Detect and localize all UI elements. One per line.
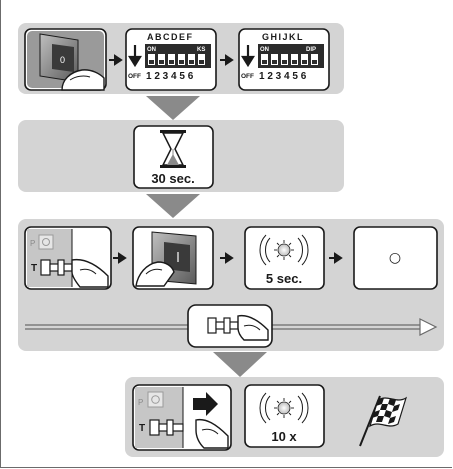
control-unit-step: P T bbox=[24, 226, 112, 290]
wait-time-label: 30 sec. bbox=[151, 171, 194, 186]
svg-text:0: 0 bbox=[60, 55, 65, 65]
flow-arrow-icon bbox=[329, 252, 343, 264]
button-p-label: P bbox=[30, 239, 35, 248]
dip-a-numbers: 1 2 3 4 5 6 bbox=[146, 71, 194, 82]
step-arrow-icon bbox=[146, 194, 200, 218]
right-arrow-icon bbox=[193, 392, 218, 416]
off-light-icon: ○ bbox=[389, 250, 401, 266]
wall-switch-step: 0 bbox=[24, 28, 107, 91]
flow-arrow-icon bbox=[113, 252, 127, 264]
hourglass-icon bbox=[160, 130, 186, 168]
blink-count-label: 10 x bbox=[271, 429, 297, 444]
down-arrow-icon bbox=[241, 45, 255, 68]
button-p-label: P bbox=[138, 398, 143, 407]
panel-step-3 bbox=[18, 219, 444, 351]
dip-switch-b: GHIJKL OFF ON DIP 1 2 3 4 5 6 bbox=[238, 28, 330, 91]
button-t-label: T bbox=[31, 263, 37, 274]
dip-a-right-label: KS bbox=[197, 47, 205, 53]
flow-arrow-icon bbox=[220, 252, 234, 264]
flow-arrow-icon bbox=[220, 54, 234, 66]
blink-5-step: 5 sec. bbox=[244, 226, 325, 290]
blinking-light-icon bbox=[259, 392, 309, 424]
step-arrow-icon bbox=[213, 352, 267, 377]
dip-a-off-label: OFF bbox=[128, 73, 141, 80]
blinking-light-icon bbox=[259, 234, 309, 266]
button-p-icon bbox=[147, 391, 164, 408]
button-p-icon bbox=[38, 234, 54, 250]
timeline-arrow-icon bbox=[419, 318, 438, 336]
dip-b-on-label: ON bbox=[260, 47, 269, 53]
down-arrow-icon bbox=[128, 45, 142, 68]
control-unit-final-step: P T bbox=[132, 384, 232, 451]
dip-b-numbers: 1 2 3 4 5 6 bbox=[259, 71, 307, 82]
blink-time-label: 5 sec. bbox=[266, 271, 302, 286]
off-light-step: ○ bbox=[353, 226, 438, 290]
flow-arrow-icon bbox=[109, 54, 123, 66]
dip-b-right-label: DIP bbox=[306, 47, 316, 53]
switch-press-step bbox=[132, 226, 214, 290]
finish-flag-icon bbox=[359, 395, 408, 447]
blink-10-step: 10 x bbox=[244, 384, 325, 448]
step-arrow-icon bbox=[146, 96, 200, 120]
dip-a-letters: ABCDEF bbox=[147, 32, 194, 42]
button-t-label: T bbox=[139, 423, 145, 434]
dip-switch-a: ABCDEF OFF ON KS 1 2 3 4 5 6 bbox=[125, 28, 217, 91]
button-t-icon bbox=[149, 419, 184, 436]
dip-b-off-label: OFF bbox=[241, 73, 254, 80]
dip-b-letters: GHIJKL bbox=[262, 32, 304, 42]
hold-t-button-step bbox=[187, 304, 273, 348]
hourglass-step: 30 sec. bbox=[133, 125, 214, 189]
dip-a-on-label: ON bbox=[147, 47, 156, 53]
